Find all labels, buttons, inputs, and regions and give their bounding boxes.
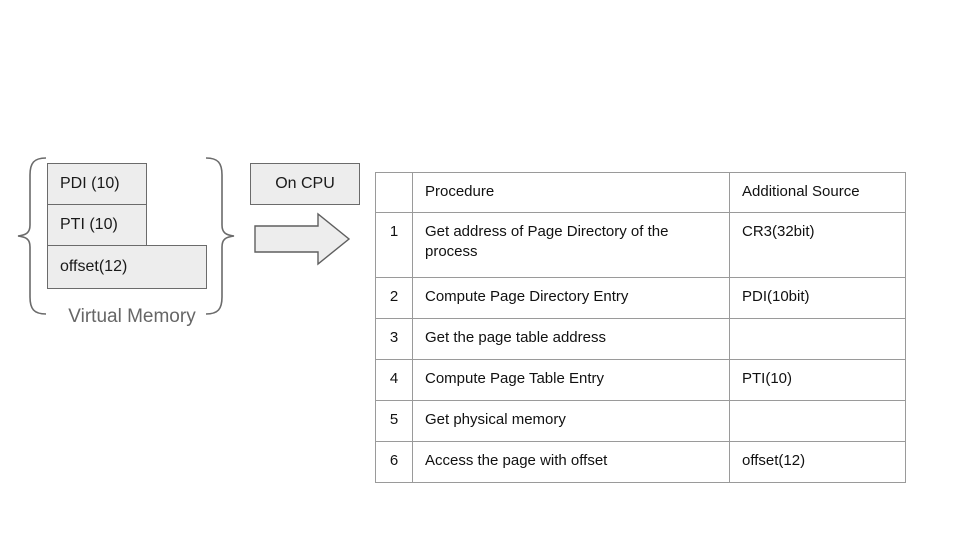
row-index: 3 [375, 318, 413, 360]
row-procedure: Compute Page Table Entry [412, 359, 730, 401]
row-procedure: Get address of Page Directory of the pro… [412, 212, 730, 278]
header-index [375, 172, 413, 213]
vm-field-pti-label: PTI (10) [60, 216, 118, 233]
header-procedure: Procedure [412, 172, 730, 213]
procedure-table: Procedure Additional Source 1 Get addres… [375, 172, 906, 483]
row-source: PDI(10bit) [729, 277, 906, 319]
row-source [729, 318, 906, 360]
row-index: 6 [375, 441, 413, 483]
vm-field-pdi-label: PDI (10) [60, 175, 120, 192]
table-row: 2 Compute Page Directory Entry PDI(10bit… [375, 277, 906, 319]
row-source: PTI(10) [729, 359, 906, 401]
row-procedure: Compute Page Directory Entry [412, 277, 730, 319]
row-procedure: Get the page table address [412, 318, 730, 360]
right-arrow-icon [254, 212, 351, 266]
row-index: 5 [375, 400, 413, 442]
row-index: 2 [375, 277, 413, 319]
table-header-row: Procedure Additional Source [375, 172, 906, 213]
vm-field-pdi: PDI (10) [47, 163, 147, 205]
row-procedure: Access the page with offset [412, 441, 730, 483]
table-row: 5 Get physical memory [375, 400, 906, 442]
vm-field-pti: PTI (10) [47, 204, 147, 246]
row-source: CR3(32bit) [729, 212, 906, 278]
left-curly-brace-icon [17, 157, 47, 315]
row-source [729, 400, 906, 442]
row-index: 1 [375, 212, 413, 278]
on-cpu-box: On CPU [250, 163, 360, 205]
table-row: 4 Compute Page Table Entry PTI(10) [375, 359, 906, 401]
header-additional-source: Additional Source [729, 172, 906, 213]
right-curly-brace-icon [205, 157, 235, 315]
row-procedure: Get physical memory [412, 400, 730, 442]
table-row: 1 Get address of Page Directory of the p… [375, 212, 906, 278]
table-row: 6 Access the page with offset offset(12) [375, 441, 906, 483]
virtual-memory-label: Virtual Memory [68, 306, 196, 327]
vm-field-offset-label: offset(12) [60, 258, 128, 275]
row-index: 4 [375, 359, 413, 401]
vm-field-offset: offset(12) [47, 245, 207, 289]
row-source: offset(12) [729, 441, 906, 483]
on-cpu-label: On CPU [275, 175, 335, 192]
table-row: 3 Get the page table address [375, 318, 906, 360]
